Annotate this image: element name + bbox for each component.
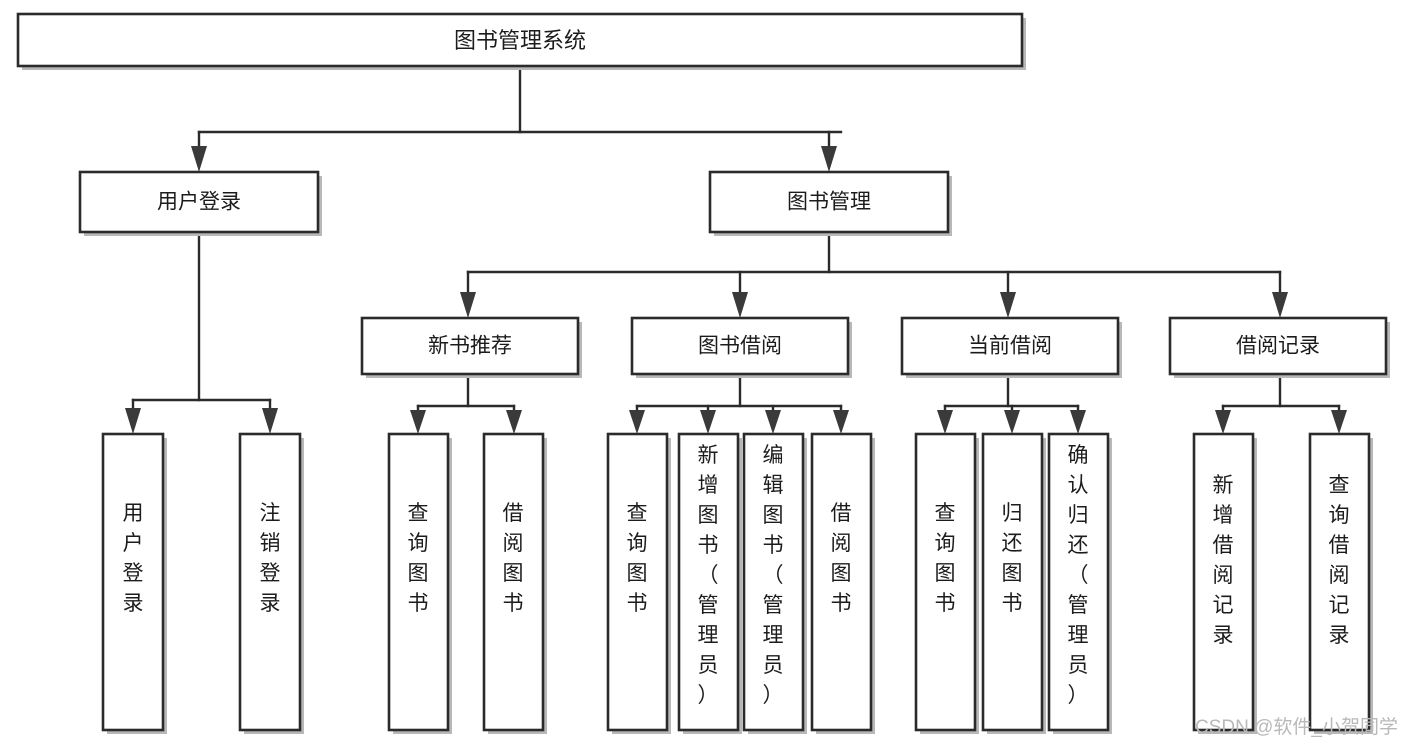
arrowhead-borrow-records [1272,292,1288,318]
leaf-edit-book-admin-box [742,432,805,732]
leaf-add-borrow-record-box [1192,432,1255,732]
connector-layer [125,64,1347,434]
arrowhead-user-login [191,146,207,172]
leaf-return-book[interactable]: 归还图书 [981,432,1046,734]
leaf-query-book-recommend-box [387,432,450,732]
leaf-query-book-borrow[interactable]: 查询图书 [606,432,671,734]
leaf-add-book-admin[interactable]: 新增图书（管理员） [677,432,742,734]
leaf-confirm-return-admin[interactable]: 确认归还（管理员） [1047,432,1112,734]
leaf-return-book-label: 归还图书 [1002,502,1023,615]
arrowhead-current-borrow [1000,292,1016,318]
arrowhead-leaf-return-book [1004,410,1020,434]
leaf-user-logout-label: 注销登录 [260,502,281,615]
leaf-borrow-book-box [810,432,873,732]
node-new-book-recommend-label: 新书推荐 [428,335,512,358]
leaf-add-borrow-record-label: 新增借阅记录 [1213,474,1234,647]
node-user-login-label: 用户登录 [157,191,241,214]
leaf-query-book-current-box [914,432,977,732]
leaf-borrow-book-recommend-label: 借阅图书 [503,502,524,615]
node-current-borrow-label: 当前借阅 [968,335,1052,358]
leaf-query-book-borrow-label: 查询图书 [627,502,648,615]
node-book-borrow-box [630,316,850,376]
leaf-query-borrow-record-box [1308,432,1371,732]
node-borrow-records-box [1168,316,1388,376]
leaf-user-login-box [101,432,165,732]
leaf-query-book-current-label: 查询图书 [935,502,956,615]
leaf-query-book-recommend-label: 查询图书 [408,502,429,615]
arrowhead-new-book-recommend [460,292,476,318]
arrowhead-leaf-add-book-admin [700,410,716,434]
leaf-edit-book-admin-label: 编辑图书（管理员） [763,444,784,707]
leaf-add-book-admin-label: 新增图书（管理员） [698,444,719,707]
node-root[interactable]: 图书管理系统 [16,12,1026,70]
leaf-add-book-admin-box [677,432,740,732]
leaf-user-login[interactable]: 用户登录 [101,432,167,734]
leaf-query-book-current[interactable]: 查询图书 [914,432,979,734]
arrowhead-leaf-user-logout [262,408,278,434]
arrowhead-leaf-add-borrow-record [1215,410,1231,434]
leaf-borrow-book-recommend[interactable]: 借阅图书 [482,432,547,734]
node-book-borrow-label: 图书借阅 [698,335,782,358]
node-book-borrow[interactable]: 图书借阅 [630,316,852,378]
arrowhead-leaf-user-login [125,408,141,434]
node-current-borrow-box [900,316,1120,376]
arrowhead-book-borrow [732,292,748,318]
node-new-book-recommend[interactable]: 新书推荐 [360,316,582,378]
leaf-add-borrow-record[interactable]: 新增借阅记录 [1192,432,1257,734]
leaf-query-borrow-record-label: 查询借阅记录 [1329,474,1350,647]
watermark-label: CSDN @软件_小贺同学 [1195,716,1398,738]
arrowhead-leaf-query-book-recommend [410,410,426,434]
arrowhead-leaf-edit-book-admin [765,410,781,434]
arrowhead-book-management [821,146,837,172]
node-new-book-recommend-box [360,316,580,376]
node-borrow-records-label: 借阅记录 [1236,335,1320,358]
node-user-login[interactable]: 用户登录 [78,170,322,236]
node-user-login-box [78,170,320,234]
node-root-box [16,12,1024,68]
leaf-query-book-borrow-box [606,432,669,732]
leaf-confirm-return-admin-label: 确认归还（管理员） [1068,444,1089,707]
arrowhead-leaf-borrow-book [833,410,849,434]
node-root-label: 图书管理系统 [454,28,586,53]
leaf-borrow-book[interactable]: 借阅图书 [810,432,875,734]
arrowhead-leaf-query-book-current [937,410,953,434]
arrowhead-leaf-confirm-return-admin [1070,410,1086,434]
node-current-borrow[interactable]: 当前借阅 [900,316,1122,378]
leaf-query-borrow-record[interactable]: 查询借阅记录 [1308,432,1373,734]
node-book-management[interactable]: 图书管理 [708,170,952,236]
leaf-user-logout-box [238,432,302,732]
leaf-user-logout[interactable]: 注销登录 [238,432,304,734]
leaf-user-login-label: 用户登录 [123,502,144,615]
leaf-borrow-book-recommend-box [482,432,545,732]
node-book-management-label: 图书管理 [787,191,871,214]
arrowhead-leaf-borrow-book-recommend [506,410,522,434]
leaf-edit-book-admin[interactable]: 编辑图书（管理员） [742,432,807,734]
leaf-return-book-box [981,432,1044,732]
leaf-borrow-book-label: 借阅图书 [831,502,852,615]
node-book-management-box [708,170,950,234]
leaf-confirm-return-admin-box [1047,432,1110,732]
leaf-query-book-recommend[interactable]: 查询图书 [387,432,452,734]
arrowhead-leaf-query-book-borrow [629,410,645,434]
node-borrow-records[interactable]: 借阅记录 [1168,316,1390,378]
arrowhead-leaf-query-borrow-record [1331,410,1347,434]
